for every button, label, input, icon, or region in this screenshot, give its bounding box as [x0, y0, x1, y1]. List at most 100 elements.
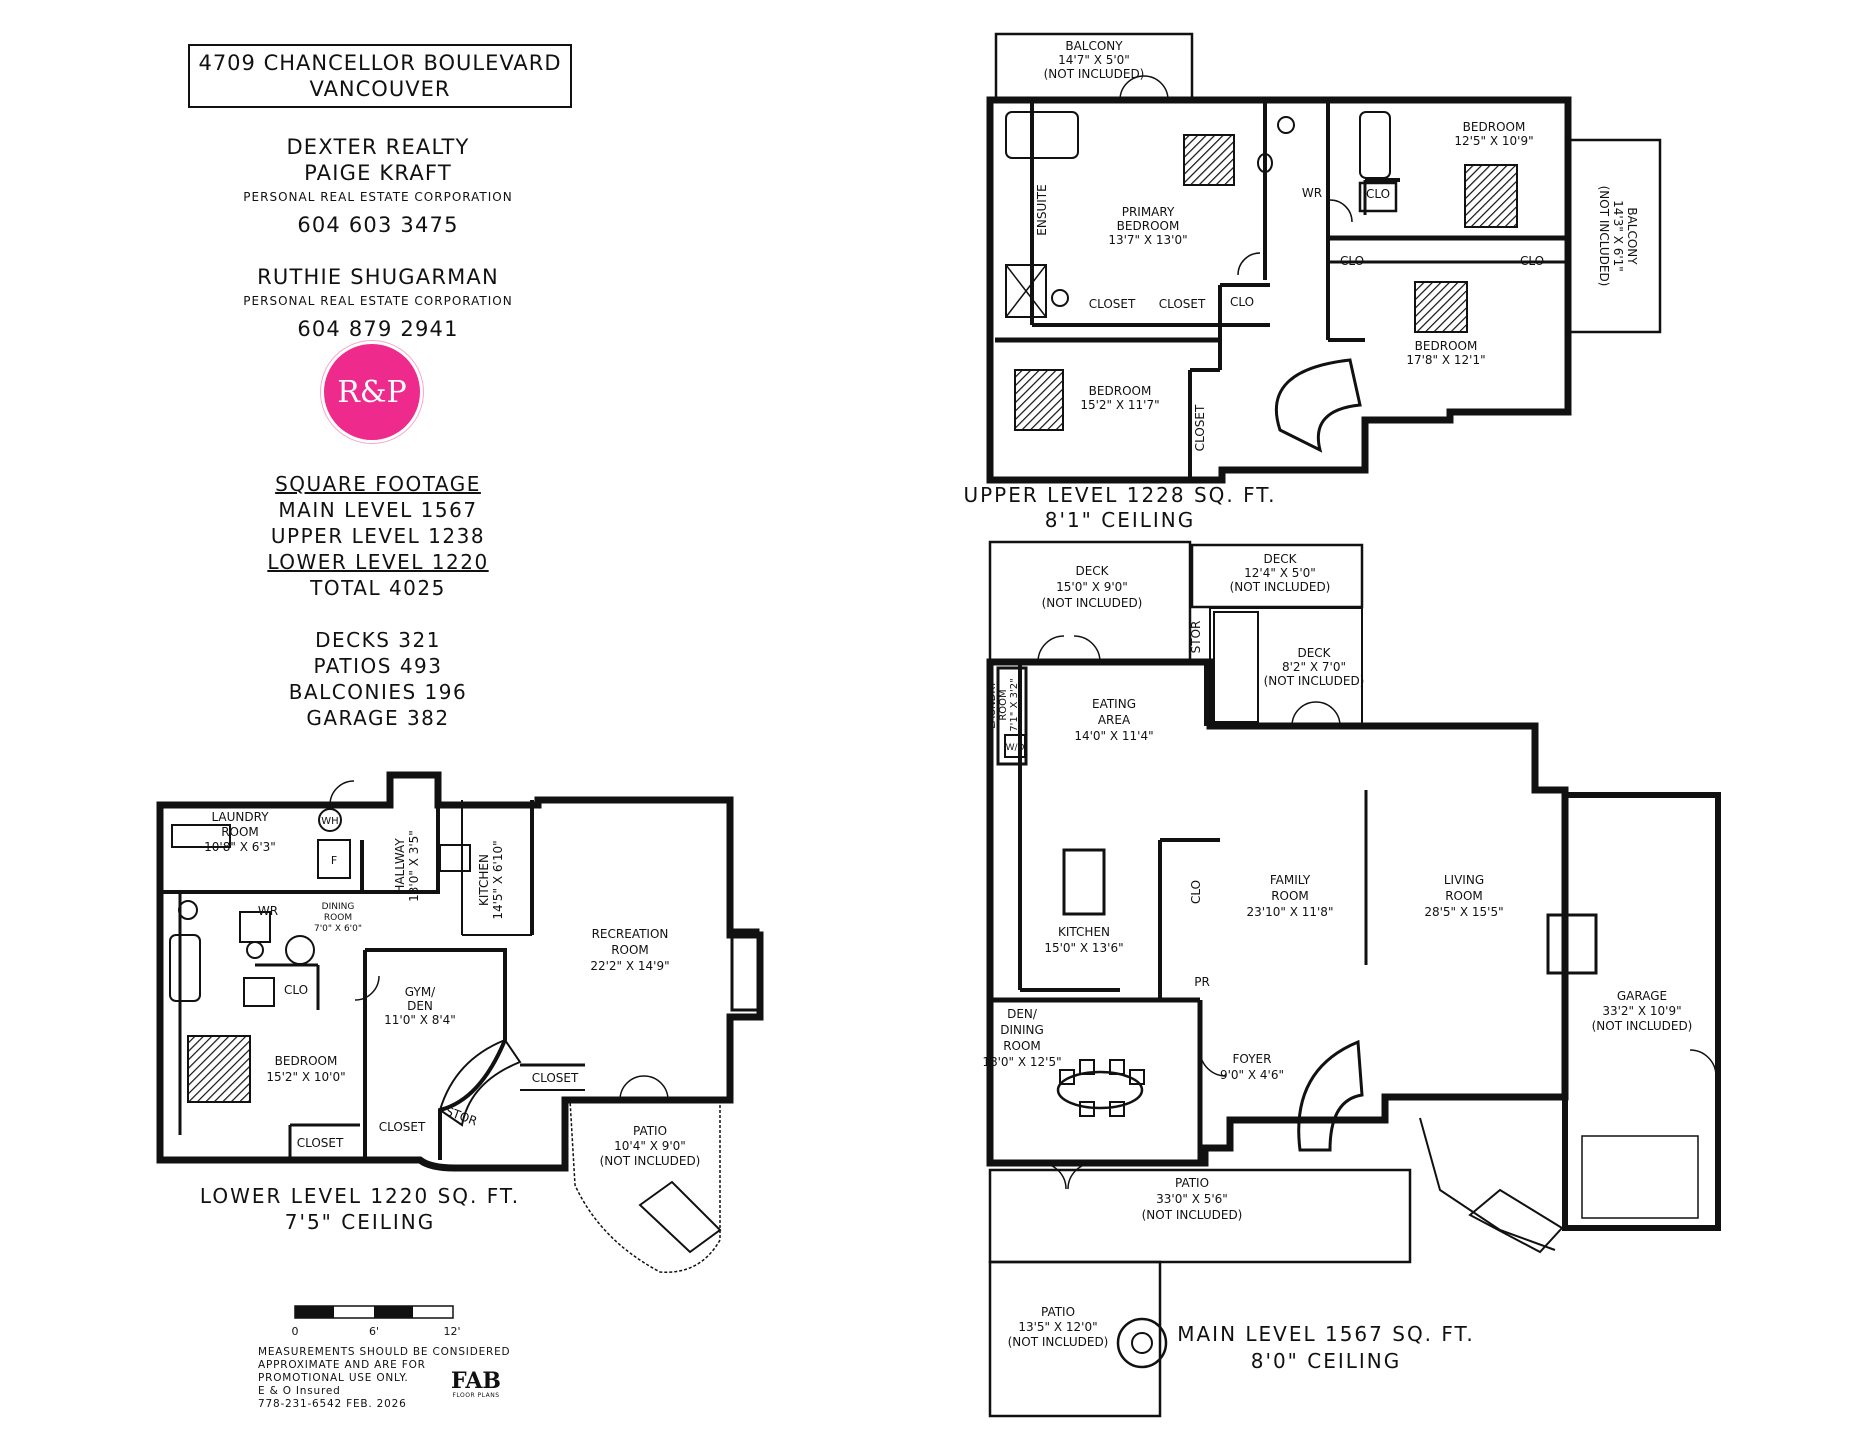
recreation-l1: RECREATION: [592, 927, 669, 941]
logo-text: R&P: [337, 374, 407, 410]
balcony1-l1: BALCONY: [1065, 39, 1123, 53]
laundry-lower-l2: ROOM: [221, 825, 259, 839]
svg-text:BALCONY14'3" X 6'1"(NOT INCLUD: BALCONY14'3" X 6'1"(NOT INCLUDED): [1597, 186, 1639, 287]
fab-brand-sub: FLOOR PLANS: [452, 1392, 500, 1399]
disclaimer-line2: APPROXIMATE AND ARE FOR: [258, 1359, 426, 1371]
balcony1-l3: (NOT INCLUDED): [1044, 67, 1145, 81]
fab-logo: FAB FLOOR PLANS: [448, 1370, 504, 1399]
main-outer-wall: [986, 658, 1569, 1167]
main-clo: CLO: [1189, 880, 1203, 904]
dining-lower-l3: 7'0" X 6'0": [314, 924, 362, 934]
garage-wall: [1562, 792, 1721, 1231]
tree-icon: [1116, 1317, 1168, 1369]
balcony1-l2: 14'7" X 5'0": [1058, 53, 1130, 67]
agent1-corp: PERSONAL REAL ESTATE CORPORATION: [243, 190, 513, 204]
balcony2-l1: BALCONY: [1625, 207, 1639, 265]
scale-tick-0: 0: [292, 1325, 299, 1338]
scale-bar: [294, 1305, 454, 1319]
address-line1: 4709 CHANCELLOR BOULEVARD: [198, 51, 562, 75]
main-level-plan: [986, 540, 1721, 1418]
den-l1: DEN/: [1007, 1007, 1038, 1021]
kitchen-lower-l1: KITCHEN: [477, 854, 491, 906]
main-patio-2: [988, 1260, 1162, 1418]
laundry-lower-l1: LAUNDRY: [211, 810, 269, 824]
foyer-l2: 9'0" X 4'6": [1220, 1068, 1284, 1082]
lower-level-plan: [156, 771, 764, 1273]
bedroom-se-l2: 17'8" X 12'1": [1406, 353, 1485, 367]
upper-level-plan: [986, 32, 1662, 484]
primary-l1: PRIMARY: [1122, 205, 1175, 219]
foyer-l1: FOYER: [1233, 1052, 1272, 1066]
garage-l3: (NOT INCLUDED): [1592, 1019, 1693, 1033]
deck2-l2: 12'4" X 5'0": [1244, 566, 1316, 580]
garage-l1: GARAGE: [1617, 989, 1667, 1003]
wh-label: WH: [321, 816, 338, 827]
bedroom-lower-l2: 15'2" X 10'0": [266, 1070, 345, 1084]
patio2-l1: PATIO: [1041, 1305, 1075, 1319]
recreation-l3: 22'2" X 14'9": [590, 959, 669, 973]
upper-wr-label: WR: [1302, 186, 1322, 200]
primary-l2: BEDROOM: [1117, 219, 1180, 233]
deck2-l1: DECK: [1263, 552, 1297, 566]
disclaimer-line3: PROMOTIONAL USE ONLY.: [258, 1372, 409, 1384]
recreation-l2: ROOM: [611, 943, 649, 957]
main-stor: STOR: [1189, 621, 1203, 654]
main-ceiling: 8'0" CEILING: [1251, 1349, 1402, 1373]
balcony2-l3: (NOT INCLUDED): [1597, 186, 1611, 287]
upper-clo-b: CLO: [1340, 254, 1364, 268]
svg-text:BALCONY14'7" X 5'0"(NOT INCLUD: BALCONY14'7" X 5'0"(NOT INCLUDED): [1044, 39, 1145, 81]
disclaimer-line1: MEASUREMENTS SHOULD BE CONSIDERED: [258, 1346, 511, 1358]
scale-tick-12: 12': [443, 1325, 460, 1338]
eating-l1: EATING: [1092, 697, 1136, 711]
agent2-phone: 604 879 2941: [297, 317, 459, 341]
living-l3: 28'5" X 15'5": [1424, 905, 1503, 919]
brand-logo: R&P: [324, 344, 420, 440]
lower-closet-c: CLOSET: [532, 1071, 579, 1085]
sqft-balconies: BALCONIES 196: [288, 680, 468, 704]
lower-ceiling: 7'5" CEILING: [285, 1210, 436, 1234]
patio2-l2: 13'5" X 12'0": [1018, 1320, 1097, 1334]
bedroom-sw-l1: BEDROOM: [1089, 384, 1152, 398]
pr-label: PR: [1194, 975, 1210, 989]
bedroom-sw-l2: 15'2" X 11'7": [1080, 398, 1159, 412]
main-patio-1: [988, 1168, 1412, 1264]
patio1-l1: PATIO: [1175, 1176, 1209, 1190]
sqft-decks: DECKS 321: [315, 628, 441, 652]
patio-lower-l3: (NOT INCLUDED): [600, 1154, 701, 1168]
deck3-l2: 8'2" X 7'0": [1282, 660, 1346, 674]
scale-tick-6: 6': [369, 1325, 379, 1338]
agent1-phone: 604 603 3475: [297, 213, 459, 237]
deck3-l3: (NOT INCLUDED): [1264, 674, 1365, 688]
primary-l3: 13'7" X 13'0": [1108, 233, 1187, 247]
sqft-upper: UPPER LEVEL 1238: [270, 524, 486, 548]
disclaimer-line4: E & O Insured: [258, 1385, 341, 1397]
sqft-main: MAIN LEVEL 1567: [278, 498, 478, 522]
agent1-name: PAIGE KRAFT: [304, 161, 452, 185]
wd-label: W/D: [1006, 743, 1025, 753]
bedroom-lower-l1: BEDROOM: [275, 1054, 338, 1068]
gym-l3: 11'0" X 8'4": [384, 1013, 456, 1027]
upper-closet-2: CLOSET: [1159, 297, 1206, 311]
lower-closet-a: CLOSET: [297, 1136, 344, 1150]
hallway-l1: HALLWAY: [393, 838, 407, 894]
company-name: DEXTER REALTY: [286, 135, 470, 159]
contact-line: 778-231-6542 FEB. 2026: [258, 1398, 407, 1410]
disclaimer: MEASUREMENTS SHOULD BE CONSIDERED APPROX…: [258, 1346, 518, 1411]
patio1-l3: (NOT INCLUDED): [1142, 1208, 1243, 1222]
upper-title: UPPER LEVEL 1228 SQ. FT.: [963, 483, 1276, 507]
svg-text:LAUNDRYROOM7'1" X 3'2": LAUNDRYROOM7'1" X 3'2": [987, 678, 1020, 731]
kitchen-lower-l2: 14'5" X 6'10": [491, 840, 505, 919]
upper-clo-c: CLO: [1520, 254, 1544, 268]
upper-closet-3: CLOSET: [1193, 404, 1207, 451]
